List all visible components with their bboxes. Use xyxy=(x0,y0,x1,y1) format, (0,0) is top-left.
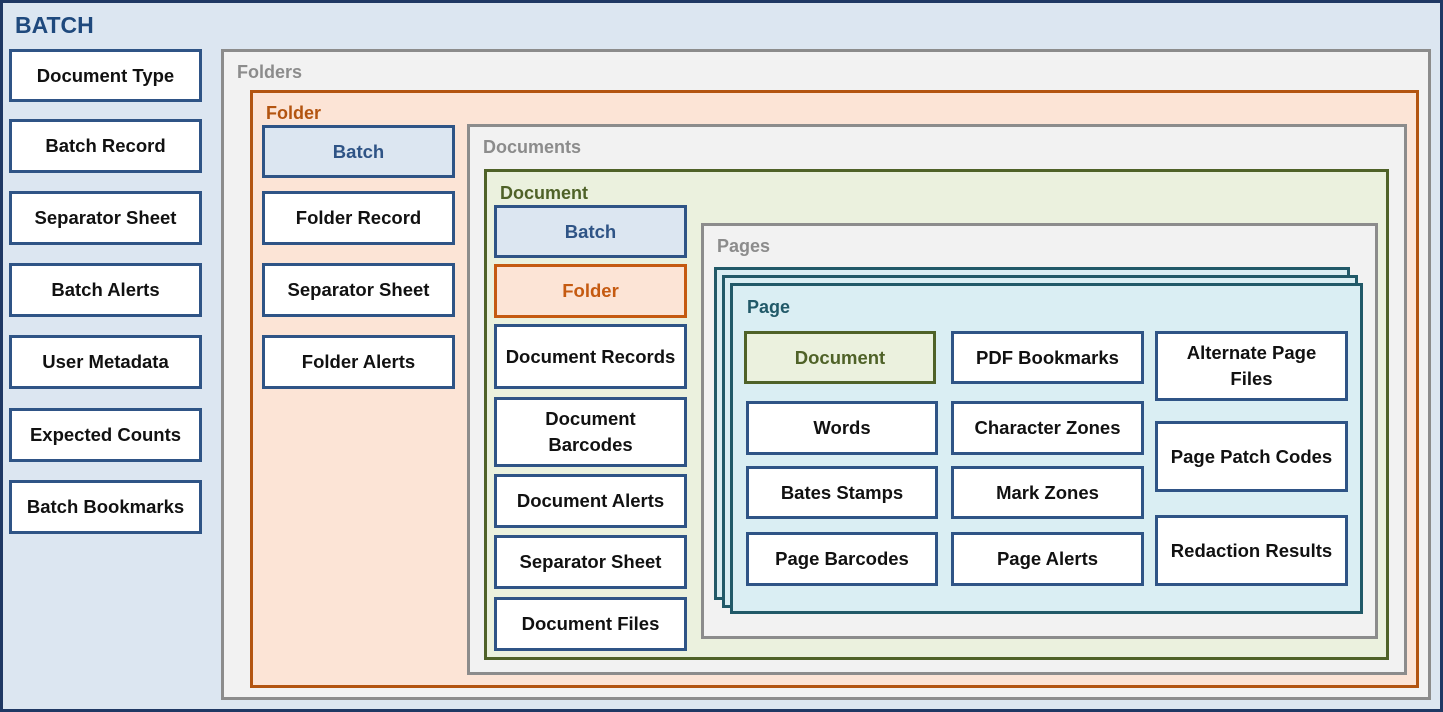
batch-title: BATCH xyxy=(15,12,94,38)
page-item-pdf-bookmarks: PDF Bookmarks xyxy=(951,331,1144,384)
page-item-mark-zones: Mark Zones xyxy=(951,466,1144,519)
batch-item-batch-record: Batch Record xyxy=(9,119,202,173)
document-item-folder: Folder xyxy=(494,264,687,318)
page-item-redaction-results: Redaction Results xyxy=(1155,515,1348,586)
document-title: Document xyxy=(500,183,589,203)
document-item-document-files: Document Files xyxy=(494,597,687,651)
page-item-bates-stamps: Bates Stamps xyxy=(746,466,938,519)
page-item-character-zones: Character Zones xyxy=(951,401,1144,455)
document-item-batch: Batch xyxy=(494,205,687,258)
page-item-document: Document xyxy=(744,331,936,384)
page-title: Page xyxy=(747,297,791,317)
document-item-document-alerts: Document Alerts xyxy=(494,474,687,528)
folder-item-folder-alerts: Folder Alerts xyxy=(262,335,455,389)
pages-title: Pages xyxy=(717,236,771,256)
folders-title: Folders xyxy=(237,62,303,82)
folder-title: Folder xyxy=(266,103,322,123)
page-item-page-alerts: Page Alerts xyxy=(951,532,1144,586)
page-item-words: Words xyxy=(746,401,938,455)
batch-item-expected-counts: Expected Counts xyxy=(9,408,202,462)
batch-item-separator-sheet: Separator Sheet xyxy=(9,191,202,245)
document-item-document-records: Document Records xyxy=(494,324,687,389)
document-item-separator-sheet: Separator Sheet xyxy=(494,535,687,589)
folder-item-batch: Batch xyxy=(262,125,455,178)
batch-item-batch-bookmarks: Batch Bookmarks xyxy=(9,480,202,534)
folder-item-separator-sheet: Separator Sheet xyxy=(262,263,455,317)
documents-title: Documents xyxy=(483,137,582,157)
batch-item-user-metadata: User Metadata xyxy=(9,335,202,389)
page-item-page-patch-codes: Page Patch Codes xyxy=(1155,421,1348,492)
batch-item-document-type: Document Type xyxy=(9,49,202,102)
document-item-document-barcodes: Document Barcodes xyxy=(494,397,687,467)
folder-item-folder-record: Folder Record xyxy=(262,191,455,245)
batch-item-batch-alerts: Batch Alerts xyxy=(9,263,202,317)
page-item-alternate-page-files: Alternate Page Files xyxy=(1155,331,1348,401)
page-item-page-barcodes: Page Barcodes xyxy=(746,532,938,586)
